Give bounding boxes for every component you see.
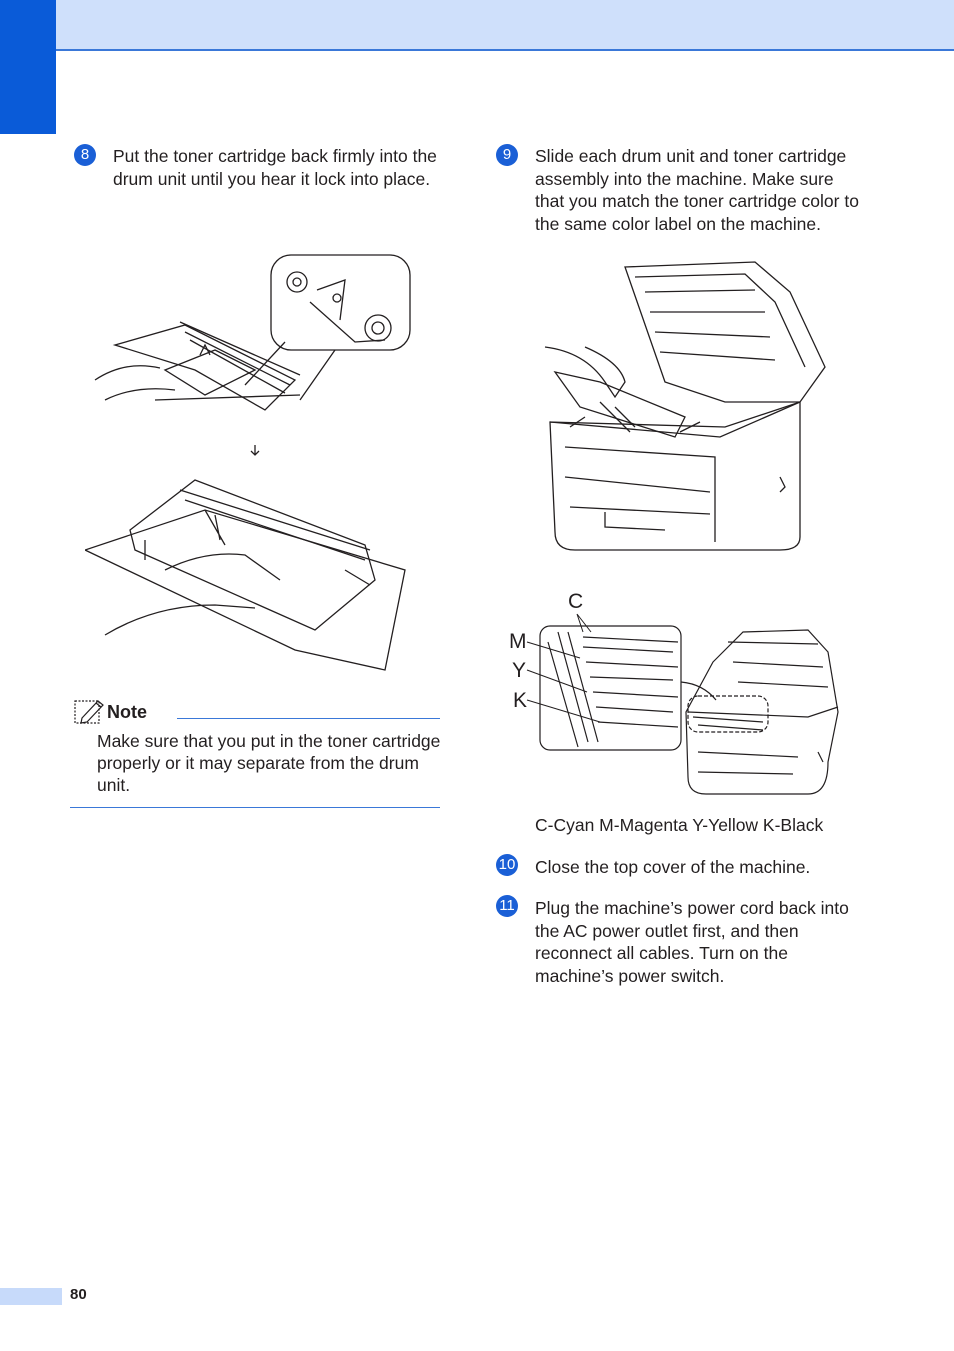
page-number-bar: [0, 1288, 62, 1305]
step-text: Plug the machine’s power cord back into …: [535, 898, 849, 986]
color-label-leader-lines: [526, 613, 601, 723]
step-text: Put the toner cartridge back firmly into…: [113, 146, 437, 189]
note-pencil-icon: [74, 700, 104, 724]
step-text: Close the top cover of the machine.: [535, 857, 811, 877]
toner-into-drum-illustration: [85, 254, 411, 671]
step-number-badge: 9: [496, 144, 518, 166]
step-number-badge: 10: [496, 854, 518, 876]
step-text: Slide each drum unit and toner cartridge…: [535, 146, 859, 234]
color-label-y: Y: [512, 659, 527, 682]
printer-drum-insertion-illustration: [544, 261, 826, 551]
color-label-m: M: [509, 630, 527, 653]
note-title: Note: [107, 702, 147, 722]
note-divider-top: [177, 718, 440, 719]
chapter-side-tab: [0, 0, 56, 134]
header-bar: [0, 0, 954, 51]
color-legend-caption: C-Cyan M-Magenta Y-Yellow K-Black: [535, 815, 824, 835]
color-label-k: K: [513, 689, 528, 712]
page-number: 80: [70, 1286, 87, 1303]
step-number-badge: 8: [74, 144, 96, 166]
note-divider-bottom: [70, 807, 440, 808]
step-number-badge: 11: [496, 895, 518, 917]
note-text: Make sure that you put in the toner cart…: [97, 731, 441, 795]
color-label-c: C: [568, 590, 584, 613]
